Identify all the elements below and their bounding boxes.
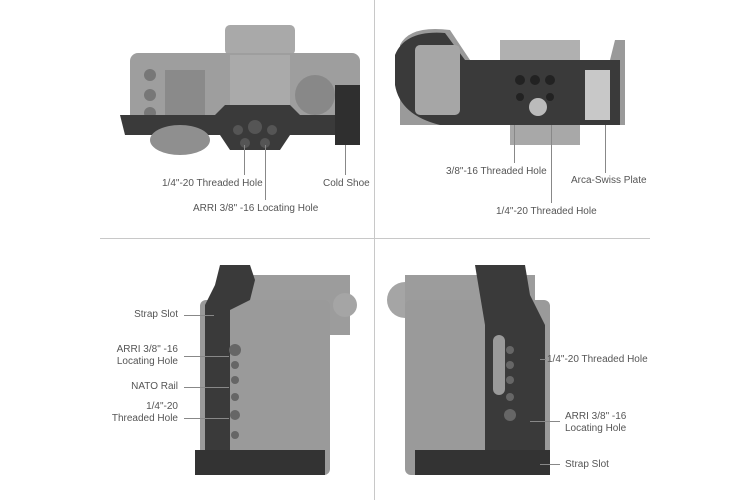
label-line-2: Threaded Hole [111, 413, 178, 424]
label-quarter-threaded-hole: 1/4"-20 Threaded Hole [547, 354, 648, 365]
label-three-eighths-threaded-hole: 3/8"-16 Threaded Hole [446, 166, 547, 177]
label-line-1: 1/4"-20 [146, 401, 178, 412]
leader-line [184, 315, 214, 316]
leader-line [530, 421, 560, 422]
leader-line [184, 356, 229, 357]
label-strap-slot: Strap Slot [134, 309, 178, 320]
label-line-1: ARRI 3/8" -16 [565, 411, 627, 422]
camera-cage-top-view-illustration [120, 25, 360, 155]
label-arri-locating-hole: ARRI 3/8" -16 Locating Hole [193, 203, 319, 214]
leader-line [184, 387, 229, 388]
divider-horizontal [100, 238, 650, 239]
label-arca-swiss-plate: Arca-Swiss Plate [571, 175, 647, 186]
leader-line [540, 359, 546, 360]
camera-cage-left-side-illustration [195, 265, 357, 475]
camera-cage-right-side-illustration [387, 265, 550, 475]
leader-line [540, 464, 560, 465]
leader-line [514, 125, 515, 163]
leader-line [244, 145, 245, 175]
leader-line [345, 145, 346, 175]
camera-cage-bottom-view-illustration [395, 29, 625, 145]
label-quarter-threaded-hole: 1/4"-20 Threaded Hole [162, 178, 263, 189]
leader-line [605, 125, 606, 173]
label-nato-rail: NATO Rail [131, 381, 178, 392]
label-quarter-threaded-hole: 1/4"-20 Threaded Hole [496, 206, 597, 217]
leader-line [551, 125, 552, 203]
label-line-2: Locating Hole [116, 356, 178, 367]
divider-vertical [374, 0, 375, 500]
label-line-1: ARRI 3/8" -16 [116, 344, 178, 355]
leader-line [265, 145, 266, 200]
leader-line [184, 418, 229, 419]
label-strap-slot: Strap Slot [565, 459, 609, 470]
label-cold-shoe: Cold Shoe [323, 178, 370, 189]
label-line-2: Locating Hole [565, 423, 627, 434]
